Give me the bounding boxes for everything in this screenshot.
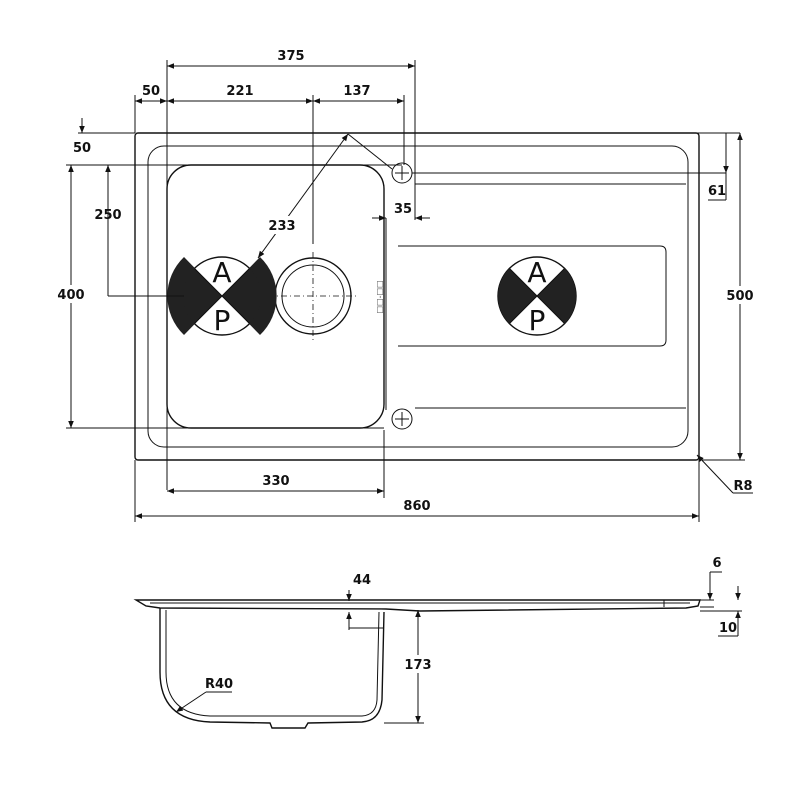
dim-edge-height: 10 (719, 621, 737, 636)
dim-rim-thickness: 6 (712, 556, 721, 571)
dim-left-offset: 50 (142, 84, 160, 99)
dim-drain-from-top: 250 (94, 208, 121, 223)
side-bowl (159, 608, 385, 729)
side-marking: □□-□□ (376, 280, 385, 313)
dim-bowl-depth: 173 (404, 658, 431, 673)
dim-drain-to-tap: 137 (343, 84, 370, 99)
drainboard (385, 183, 686, 410)
tap-hole-icon (391, 408, 413, 430)
dim-corner-radius: R8 (733, 479, 752, 494)
logo-letter-p: P (214, 304, 231, 337)
dim-bowl-to-drain: 221 (226, 84, 253, 99)
tap-hole-icon (391, 162, 413, 184)
ap-logo-left: A P (167, 256, 277, 337)
side-rim (133, 599, 701, 612)
dim-top-offset: 50 (73, 141, 91, 156)
dim-overall-length: 375 (277, 49, 304, 64)
dim-total-height: 500 (726, 289, 753, 304)
logo-letter-p: P (529, 304, 546, 337)
side-view-dimensions: 44 173 R40 6 10 (175, 556, 742, 724)
logo-letter-a: A (527, 256, 546, 289)
top-view-dimensions: 375 50 221 137 50 250 400 233 35 (56, 49, 756, 522)
drain-icon (268, 252, 358, 340)
dim-bowl-radius: R40 (205, 677, 233, 692)
dim-tap-from-edge: 61 (708, 184, 726, 199)
dim-tap-offset: 35 (394, 202, 412, 217)
dim-bowl-height: 400 (57, 288, 84, 303)
dim-total-width: 860 (403, 499, 430, 514)
dim-diagonal: 233 (268, 219, 295, 234)
ap-logo-right: A P (497, 256, 577, 337)
top-view: □□-□□ A P A (134, 132, 700, 461)
dim-lip-depth: 44 (353, 573, 371, 588)
dim-bowl-width: 330 (262, 474, 289, 489)
logo-letter-a: A (212, 256, 231, 289)
